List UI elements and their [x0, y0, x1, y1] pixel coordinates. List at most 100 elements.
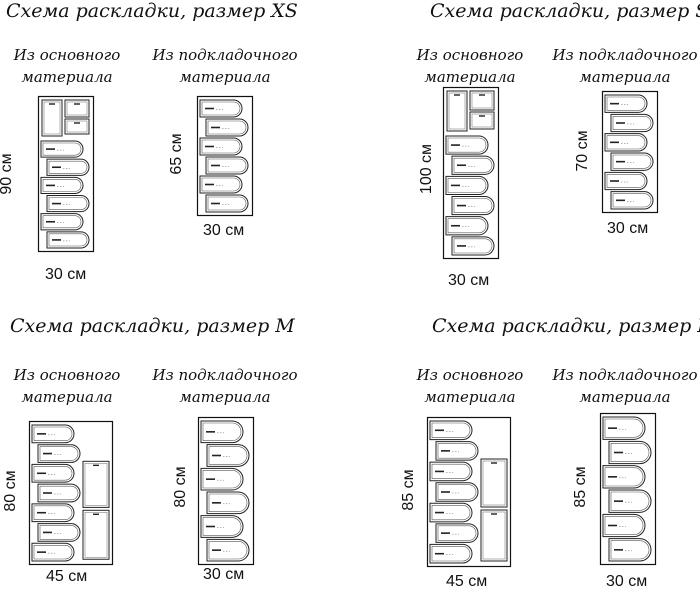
pattern-piece-6	[608, 538, 652, 562]
main-label-line1: Из основного	[416, 46, 524, 64]
pattern-piece-5-inner	[42, 215, 82, 229]
pattern-piece-4-inner	[612, 154, 652, 169]
pattern-piece-3-inner	[33, 466, 73, 481]
pattern-piece-2-inner	[39, 446, 79, 461]
pattern-piece-7	[429, 543, 473, 564]
pattern-piece-3	[445, 175, 489, 195]
pattern-piece-1-inner	[202, 422, 242, 441]
pattern-piece-3-inner	[447, 178, 487, 193]
pattern-piece-6-inner	[612, 193, 652, 208]
pattern-piece-1	[31, 424, 75, 444]
pattern-piece-3-inner	[42, 179, 82, 192]
pattern-piece-3	[429, 461, 473, 482]
rect-piece-1	[41, 99, 63, 137]
pattern-piece-4	[608, 489, 652, 513]
pattern-piece-4-inner	[207, 158, 247, 173]
rect-piece-1-inner	[448, 92, 466, 130]
rect-piece-2-inner	[66, 101, 88, 116]
pattern-piece-5-inner	[447, 218, 487, 234]
main-label-line1: Из основного	[13, 366, 121, 384]
pattern-piece-6	[206, 538, 250, 562]
pattern-piece-3-inner	[606, 135, 646, 150]
width-label-m-main: 45 см	[46, 568, 88, 585]
pattern-piece-5-inner	[431, 504, 471, 521]
layout-xs-lining	[196, 95, 254, 217]
pattern-piece-3	[604, 133, 648, 152]
rect-piece-3	[469, 111, 495, 130]
pattern-piece-2	[608, 440, 652, 465]
pattern-piece-2-inner	[437, 443, 477, 459]
pattern-piece-4	[206, 491, 250, 515]
rect-piece-2	[64, 99, 90, 118]
pattern-piece-5-inner	[606, 174, 646, 188]
width-label-s-main: 30 см	[448, 272, 490, 289]
pattern-piece-2-inner	[48, 160, 88, 174]
pattern-piece-5	[602, 513, 646, 538]
layout-s-lining	[601, 90, 659, 214]
length-label-l-lining: 85 см	[572, 466, 589, 508]
pattern-piece-7-inner	[33, 544, 73, 560]
width-label-m-lining: 30 см	[203, 566, 245, 583]
lining-label-line1: Из подкладочного	[552, 46, 698, 64]
pattern-piece-3	[40, 176, 84, 194]
pattern-piece-1	[429, 420, 473, 441]
pattern-piece-5-inner	[202, 517, 242, 536]
section-title-l: Схема раскладки, размер L	[432, 315, 700, 337]
section-title-s: Схема раскладки, размер S	[430, 0, 700, 22]
pattern-piece-2-inner	[453, 157, 493, 173]
pattern-piece-7-inner	[431, 546, 471, 562]
width-label-s-lining: 30 см	[607, 220, 649, 237]
pattern-piece-5	[604, 171, 648, 191]
length-label-xs-main: 90 см	[0, 153, 15, 195]
length-label-m-lining: 80 см	[172, 466, 189, 508]
layout-s-main	[442, 86, 500, 260]
lining-material-label-xs: Из подкладочного материала	[150, 44, 300, 88]
rect-piece-3	[64, 118, 90, 135]
rect-piece-1-inner	[482, 460, 506, 506]
pattern-piece-6-inner	[207, 196, 247, 211]
lining-label-line2: материала	[179, 388, 271, 406]
lining-material-label-l: Из подкладочного материала	[550, 364, 700, 408]
pattern-piece-1	[200, 420, 244, 444]
pattern-piece-2	[206, 444, 250, 467]
pattern-piece-3	[31, 463, 75, 483]
width-label-xs-main: 30 см	[45, 266, 87, 283]
lining-label-line2: материала	[579, 388, 671, 406]
length-label-s-main: 100 см	[418, 143, 435, 195]
fabric-outline	[37, 95, 95, 253]
pattern-piece-6	[37, 523, 81, 542]
rect-piece-2	[469, 90, 495, 111]
section-title-xs: Схема раскладки, размер XS	[6, 0, 298, 22]
pattern-piece-1-inner	[447, 137, 487, 153]
pattern-piece-3	[602, 465, 646, 489]
pattern-piece-4	[451, 196, 495, 216]
pattern-piece-1-inner	[201, 101, 241, 116]
pattern-piece-4	[205, 156, 249, 175]
pattern-piece-5-inner	[604, 516, 644, 535]
main-label-line1: Из основного	[416, 366, 524, 384]
rect-piece-3-inner	[66, 120, 88, 133]
rect-piece-2-inner	[482, 511, 506, 560]
length-label-s-lining: 70 см	[574, 130, 591, 172]
pattern-piece-5-inner	[33, 505, 73, 520]
fabric-outline	[599, 412, 657, 566]
pattern-piece-4	[435, 482, 479, 502]
lining-label-line1: Из подкладочного	[152, 366, 298, 384]
pattern-piece-2	[451, 155, 495, 175]
pattern-piece-6-inner	[48, 233, 88, 247]
main-material-label-xs: Из основного материала	[2, 44, 132, 88]
pattern-piece-4	[610, 152, 654, 171]
width-label-xs-lining: 30 см	[203, 222, 245, 239]
pattern-piece-2	[435, 441, 479, 461]
rect-piece-3-inner	[471, 113, 493, 128]
main-label-line2: материала	[21, 68, 113, 86]
main-label-line2: материала	[424, 68, 516, 86]
pattern-piece-6-inner	[610, 540, 650, 560]
layout-m-lining	[197, 416, 255, 566]
pattern-piece-4-inner	[39, 485, 79, 501]
pattern-piece-1	[604, 94, 648, 113]
main-label-line2: материала	[21, 388, 113, 406]
main-material-label-m: Из основного материала	[2, 364, 132, 408]
pattern-piece-6	[46, 231, 90, 249]
pattern-piece-5	[31, 503, 75, 523]
